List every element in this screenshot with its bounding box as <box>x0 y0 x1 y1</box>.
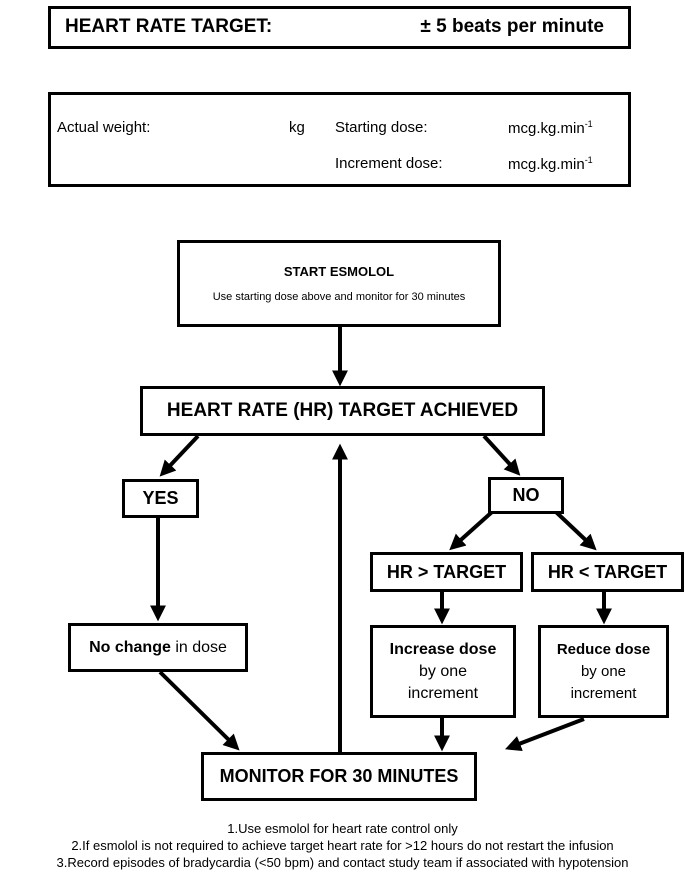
reduce-dose-box: Reduce dose by one increment <box>538 625 669 718</box>
weight-unit: kg <box>289 119 305 136</box>
footnote-3: 3.Record episodes of bradycardia (<50 bp… <box>56 855 629 870</box>
footnotes: 1.Use esmolol for heart rate control onl… <box>0 820 685 871</box>
increase-dose-box: Increase dose by one increment <box>370 625 516 718</box>
start-esmolol-box: START ESMOLOL Use starting dose above an… <box>177 240 501 327</box>
target-achieved-box: HEART RATE (HR) TARGET ACHIEVED <box>140 386 545 436</box>
increase-dose-title: Increase dose <box>389 640 497 658</box>
reduce-dose-title: Reduce dose <box>556 640 651 658</box>
starting-dose-unit: mcg.kg.min-1 <box>508 119 593 137</box>
heart-rate-target-box: HEART RATE TARGET: ± 5 beats per minute <box>48 6 631 49</box>
monitor-box: MONITOR FOR 30 MINUTES <box>201 752 477 801</box>
footnote-1: 1.Use esmolol for heart rate control onl… <box>227 821 458 836</box>
arrow-no-to-hr-below <box>554 510 597 551</box>
actual-weight-label: Actual weight: <box>57 119 151 136</box>
reduce-dose-line2: by one <box>580 662 627 680</box>
reduce-dose-line3: increment <box>570 684 637 702</box>
yes-box: YES <box>122 479 199 518</box>
arrow-target-to-yes <box>159 434 200 477</box>
arrow-reduce-to-monitor <box>505 717 585 752</box>
heart-rate-target-label: HEART RATE TARGET: <box>65 16 273 37</box>
starting-dose-label: Starting dose: <box>335 119 428 136</box>
hr-below-target-box: HR < TARGET <box>531 552 684 592</box>
dosing-box: Actual weight: kg Starting dose: mcg.kg.… <box>48 92 631 187</box>
hr-above-target-box: HR > TARGET <box>370 552 523 592</box>
no-change-box: No change in dose <box>68 623 248 672</box>
arrow-no-to-hr-above <box>449 510 494 551</box>
no-change-rest: in dose <box>170 638 227 656</box>
start-esmolol-title: START ESMOLOL <box>283 264 395 279</box>
increase-dose-line3: increment <box>407 684 479 702</box>
no-change-emphasis: No change <box>89 638 171 656</box>
increment-dose-label: Increment dose: <box>335 155 443 172</box>
arrow-target-to-no <box>482 434 521 476</box>
start-esmolol-instruction: Use starting dose above and monitor for … <box>212 291 466 303</box>
arrow-nochange-to-monitor <box>158 670 240 751</box>
increment-dose-unit: mcg.kg.min-1 <box>508 155 593 173</box>
no-box: NO <box>488 477 564 514</box>
heart-rate-target-value: ± 5 beats per minute <box>420 16 604 37</box>
footnote-2: 2.If esmolol is not required to achieve … <box>71 838 614 853</box>
increase-dose-line2: by one <box>418 662 468 680</box>
